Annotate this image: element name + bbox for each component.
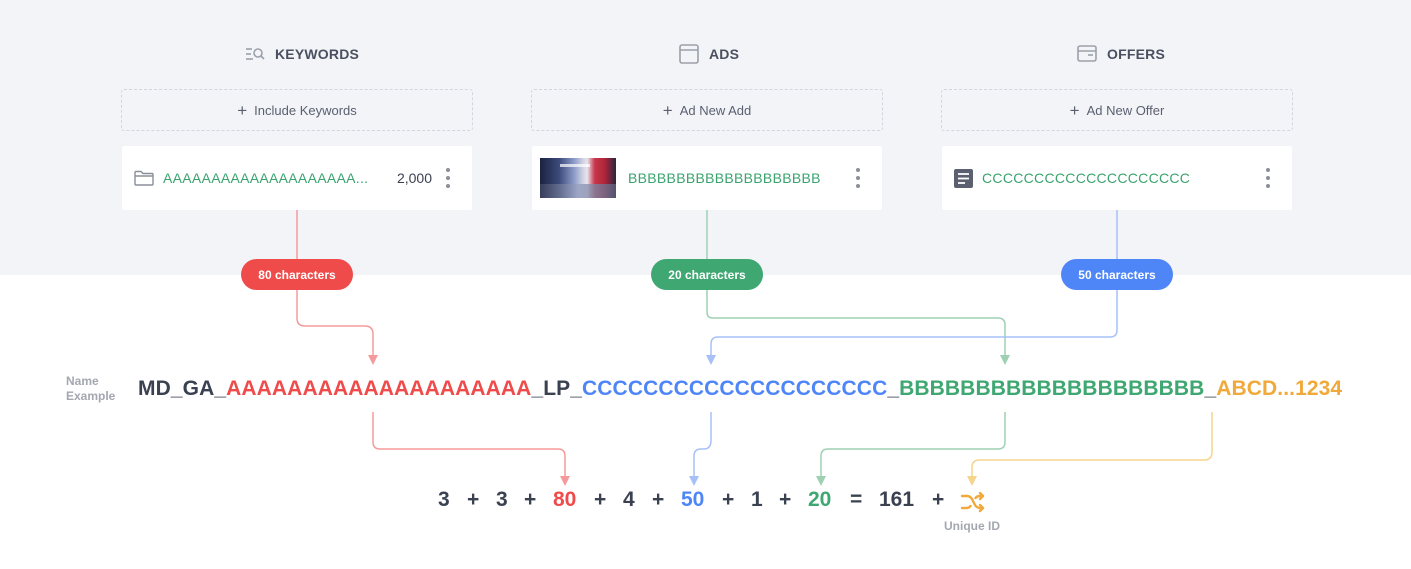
name-keywords-part: AAAAAAAAAAAAAAAAAAAA (226, 377, 532, 400)
add-new-ad-button[interactable]: + Ad New Add (531, 89, 883, 131)
add-new-offer-button[interactable]: + Ad New Offer (941, 89, 1293, 131)
include-keywords-label: Include Keywords (254, 102, 357, 118)
formula-plus: + (467, 488, 480, 511)
name-example-label: Name Example (66, 374, 116, 403)
formula-offers-term: 50 (681, 488, 705, 511)
more-options-icon[interactable] (446, 168, 450, 188)
name-example: MD_GA_AAAAAAAAAAAAAAAAAAAA_LP_CCCCCCCCCC… (138, 377, 1342, 401)
keywords-to-formula-connector (372, 412, 570, 486)
name-separator: _ (1204, 377, 1217, 400)
keywords-header-label: KEYWORDS (275, 46, 360, 62)
name-offers-part: CCCCCCCCCCCCCCCCCCCC (582, 377, 888, 400)
config-panel-background (0, 0, 1411, 275)
offers-header-label: OFFERS (1107, 46, 1165, 62)
offers-length-pill: 50 characters (1061, 259, 1173, 290)
formula-term: 4 (623, 488, 635, 511)
formula-total: 161 (879, 488, 915, 511)
keyword-count: 2,000 (396, 170, 432, 186)
plus-icon: + (1069, 100, 1080, 120)
name-unique-part: ABCD...1234 (1216, 377, 1343, 400)
formula-plus: + (722, 488, 735, 511)
formula-plus: + (932, 488, 945, 511)
length-formula: 3 + 3 + 80 + 4 + 50 + 1 + 20 = 161 + (0, 488, 1411, 518)
browser-window-icon (679, 44, 699, 64)
formula-keywords-term: 80 (553, 488, 577, 511)
offer-card-icon (1077, 44, 1097, 64)
formula-plus: + (779, 488, 792, 511)
keyword-search-icon (245, 44, 265, 64)
include-keywords-button[interactable]: + Include Keywords (121, 89, 473, 131)
add-new-ad-label: Ad New Add (679, 102, 752, 118)
unique-id-label: Unique ID (944, 519, 1000, 533)
formula-term: 3 (496, 488, 508, 511)
plus-icon: + (237, 100, 248, 120)
offers-header: OFFERS (1077, 44, 1165, 64)
document-icon (954, 168, 973, 188)
ad-thumbnail (540, 158, 616, 198)
ad-name: BBBBBBBBBBBBBBBBBBBB (628, 170, 821, 186)
offers-to-formula-connector (689, 412, 712, 486)
offer-card[interactable]: CCCCCCCCCCCCCCCCCCCC (942, 146, 1292, 210)
name-prefix: MD_GA_ (138, 377, 227, 400)
folder-icon (134, 170, 154, 186)
formula-plus: + (652, 488, 665, 511)
formula-plus: + (594, 488, 607, 511)
more-options-icon[interactable] (856, 168, 860, 188)
formula-term: 1 (751, 488, 763, 511)
ads-length-pill: 20 characters (651, 259, 763, 290)
formula-term: 3 (438, 488, 450, 511)
keywords-length-pill: 80 characters (241, 259, 353, 290)
more-options-icon[interactable] (1266, 168, 1270, 188)
plus-icon: + (662, 100, 673, 120)
ads-header-label: ADS (709, 46, 740, 62)
keyword-group-card[interactable]: AAAAAAAAAAAAAAAAAAAA... 2,000 (122, 146, 472, 210)
name-lp-separator: _LP_ (531, 377, 583, 400)
ads-header: ADS (679, 44, 739, 64)
name-separator: _ (887, 377, 900, 400)
ads-to-formula-connector (816, 412, 1006, 486)
formula-plus: + (524, 488, 537, 511)
offer-name: CCCCCCCCCCCCCCCCCCCC (982, 170, 1191, 186)
add-new-offer-label: Ad New Offer (1086, 102, 1165, 118)
formula-ads-term: 20 (808, 488, 832, 511)
keyword-group-name: AAAAAAAAAAAAAAAAAAAA... (163, 170, 368, 186)
shuffle-icon (960, 491, 986, 519)
keywords-header: KEYWORDS (245, 44, 359, 64)
name-ads-part: BBBBBBBBBBBBBBBBBBBB (899, 377, 1205, 400)
formula-equals: = (850, 488, 863, 511)
ad-card[interactable]: BBBBBBBBBBBBBBBBBBBB (532, 146, 882, 210)
unique-to-formula-connector (967, 412, 1213, 486)
